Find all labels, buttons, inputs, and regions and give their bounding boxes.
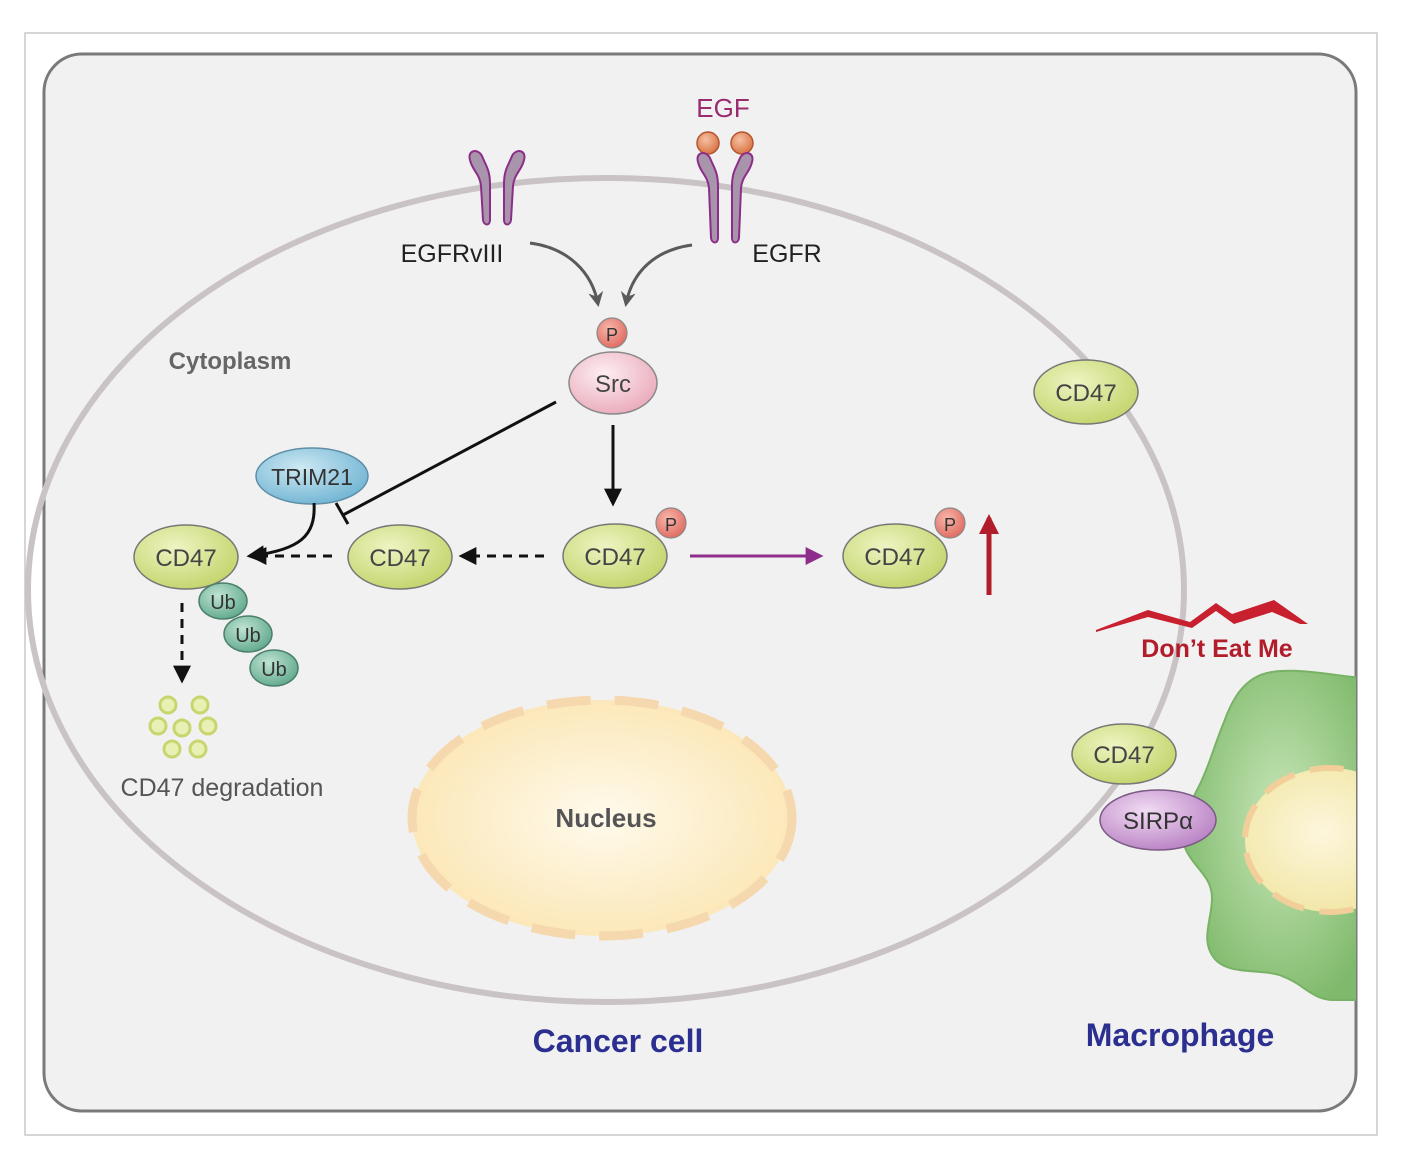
phospho-label: P xyxy=(944,515,956,535)
ub-label: Ub xyxy=(235,625,261,647)
src-label: Src xyxy=(595,371,631,398)
egfr-label: EGFR xyxy=(752,240,821,268)
ub-label: Ub xyxy=(210,592,236,614)
cd47-phosphorylated-stable xyxy=(842,523,948,589)
egf-ligand-icon xyxy=(696,131,720,155)
phospho-label: P xyxy=(665,515,677,535)
trim21-label: TRIM21 xyxy=(271,464,353,490)
cd47-protein xyxy=(347,524,453,590)
dont-eat-me-signal-icon xyxy=(1096,600,1308,632)
cd47-label: CD47 xyxy=(584,544,645,571)
nucleus xyxy=(407,695,797,941)
egfrviii-receptor-icon xyxy=(468,150,526,226)
egfrviii-to-src-arrow xyxy=(529,241,604,307)
cd47-label: CD47 xyxy=(1093,742,1154,769)
egfr-to-src-arrow xyxy=(620,243,693,307)
trim21-protein xyxy=(255,447,369,505)
dont-eat-me-label: Don’t Eat Me xyxy=(1141,635,1292,663)
cd47-label: CD47 xyxy=(864,544,925,571)
egf-ligand-icon xyxy=(730,131,754,155)
phospho-badge xyxy=(934,507,966,539)
degradation-fragments-icon xyxy=(148,695,218,759)
ub-label: Ub xyxy=(261,659,287,681)
phospho-label: P xyxy=(606,325,618,345)
egf-label: EGF xyxy=(696,93,749,123)
cd47-phosphorylated xyxy=(562,523,668,589)
cd47-ubiquitinated xyxy=(133,524,239,590)
cd47-surface-protein xyxy=(1071,723,1177,785)
sirpa-label: SIRPα xyxy=(1123,808,1193,835)
inhibition-bar xyxy=(334,502,350,525)
src-protein xyxy=(568,351,658,415)
ubiquitin-icon xyxy=(249,649,299,687)
cd47-label: CD47 xyxy=(369,545,430,572)
phospho-badge xyxy=(655,507,687,539)
diagram-panel xyxy=(42,52,1358,1113)
macrophage-nucleus xyxy=(1242,765,1356,915)
cancer-cell-membrane xyxy=(25,175,1187,1005)
nucleus-label: Nucleus xyxy=(555,803,656,833)
ubiquitin-icon xyxy=(223,615,273,653)
cd47-label: CD47 xyxy=(1055,380,1116,407)
cytoplasm-label: Cytoplasm xyxy=(169,348,292,375)
ubiquitin-icon xyxy=(198,582,248,620)
cd47-membrane-protein xyxy=(1033,359,1139,425)
cancer-cell-title: Cancer cell xyxy=(533,1023,704,1059)
sirpa-protein xyxy=(1099,789,1217,851)
egfrviii-label: EGFRvIII xyxy=(401,240,504,268)
egfr-receptor-icon xyxy=(696,152,754,244)
cd47-degradation-label: CD47 degradation xyxy=(121,774,324,802)
cd47-label: CD47 xyxy=(155,545,216,572)
phospho-badge xyxy=(596,317,628,349)
macrophage-title: Macrophage xyxy=(1086,1017,1274,1053)
src-inhibits-trim21-line xyxy=(342,400,557,517)
